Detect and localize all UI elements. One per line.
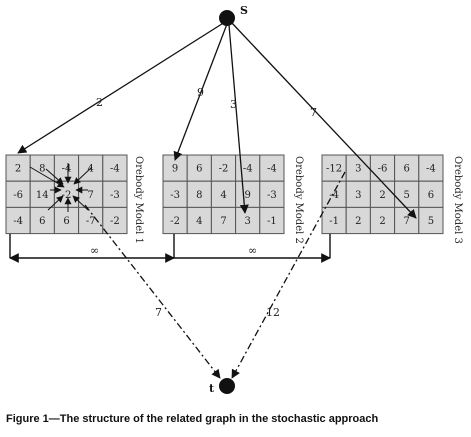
grid-cell-value: 7 [88,190,94,201]
grid-cell-value: -4 [62,164,72,175]
grid-cell [102,180,128,208]
grid-cell-value: 2 [379,216,385,227]
grid-cell-value: 4 [88,164,94,175]
grid-cell [78,180,104,208]
grid-cell-value: -3 [110,190,120,201]
grid-cell-value: 5 [404,190,410,201]
model2-label: Orebody Model 2 [293,156,304,244]
grid-cell [210,180,237,208]
grid-cell-value: -2 [110,216,120,227]
grid-cell-value: 6 [39,216,45,227]
grid-cell-value: 8 [196,190,202,201]
grid-cell [29,206,55,235]
grid-cell-value: -3 [170,190,180,201]
grid-cell-value: -2 [219,164,229,175]
grid-cell [186,154,212,182]
grid-cell-value: 6 [404,164,410,175]
orebody-grid-1: 2 8 -4 4 -4 -6 14 -2 7 -3 -4 6 6 -7 -2 [5,154,128,235]
grid-cell-value: -2 [170,216,180,227]
grid-cell-value: -1 [329,216,339,227]
edge-s-to-model2-b [228,24,249,214]
grid-cell-value: -2 [62,190,72,201]
label-model1-to-t: 7 [155,306,162,319]
figure-caption: Figure 1—The structure of the related gr… [6,413,379,425]
grid-cell [5,206,31,235]
edge-model1-to-t [84,204,221,379]
grid-cell [53,206,80,235]
orebody-grid-2: 9 6 -2 -4 -4 -3 8 4 9 -3 -2 4 7 3 -1 [162,154,285,235]
grid-cell-value: -7 [86,216,96,227]
grid-cell-value: 6 [63,216,69,227]
grid-cell-value: 8 [39,164,45,175]
label-s-to-model2-b: 3 [230,98,237,111]
grid-cell-value: -6 [378,164,388,175]
label-model3-to-t: 12 [266,306,280,319]
label-inf-model1-model2: ∞ [90,244,99,257]
grid-cell [321,154,347,182]
grid-cell [259,154,285,182]
grid-cell-value: 7 [220,216,226,227]
grid-cell-value: -3 [267,190,277,201]
source-node-label: S [240,4,248,17]
label-s-to-model1: 2 [96,96,103,109]
grid-cell-value: 7 [404,216,410,227]
grid-cell-value: -1 [267,216,277,227]
sink-node-label: t [209,382,215,395]
grid-cell-value: 2 [379,190,385,201]
grid-cell [345,180,371,208]
grid-cell [186,180,212,208]
grid-cell-value: 9 [172,164,178,175]
grid-cell [102,206,128,235]
grid-cell-value: 3 [355,164,361,175]
grid-cell-value: -4 [13,216,23,227]
label-inf-model2-model3: ∞ [248,244,257,257]
grid-cell-value: -4 [329,190,339,201]
grid-cell-value: 4 [196,216,202,227]
grid-cell-value: 5 [428,216,434,227]
grid-cell-value: 2 [15,164,21,175]
edge-s-to-model1 [17,21,226,154]
internal-arrows-model1 [29,163,93,212]
grid-cell-value: -4 [110,164,120,175]
grid-cell-value: 14 [36,190,49,201]
grid-cell-value: 2 [355,216,361,227]
edge-s-to-model2-a [173,23,228,161]
sink-node [219,378,235,394]
grid-cell-value: -4 [426,164,436,175]
grid-cell-value: 6 [196,164,202,175]
grid-cell [418,206,444,235]
grid-cell-value: 3 [355,190,361,201]
grid-cell-value: -4 [243,164,253,175]
grid-cell-value: -12 [326,164,342,175]
grid-cell-value: 3 [245,216,251,227]
edge-model3-to-t [231,171,346,379]
model3-label: Orebody Model 3 [452,156,463,244]
grid-cell-value: 4 [220,190,226,201]
label-s-to-model2-a: 9 [197,86,204,99]
grid-cell [369,180,396,208]
label-s-to-model3: 7 [310,106,317,119]
grid-cell-value: -4 [267,164,277,175]
grid-cell-value: 9 [245,190,251,201]
model1-label: Orebody Model 1 [133,156,144,244]
grid-cell-value: -6 [13,190,23,201]
grid-cell [259,206,285,235]
grid-cell [418,154,444,182]
grid-cell [186,206,212,235]
grid-cell-value: 6 [428,190,434,201]
edge-s-to-model3 [230,21,417,219]
